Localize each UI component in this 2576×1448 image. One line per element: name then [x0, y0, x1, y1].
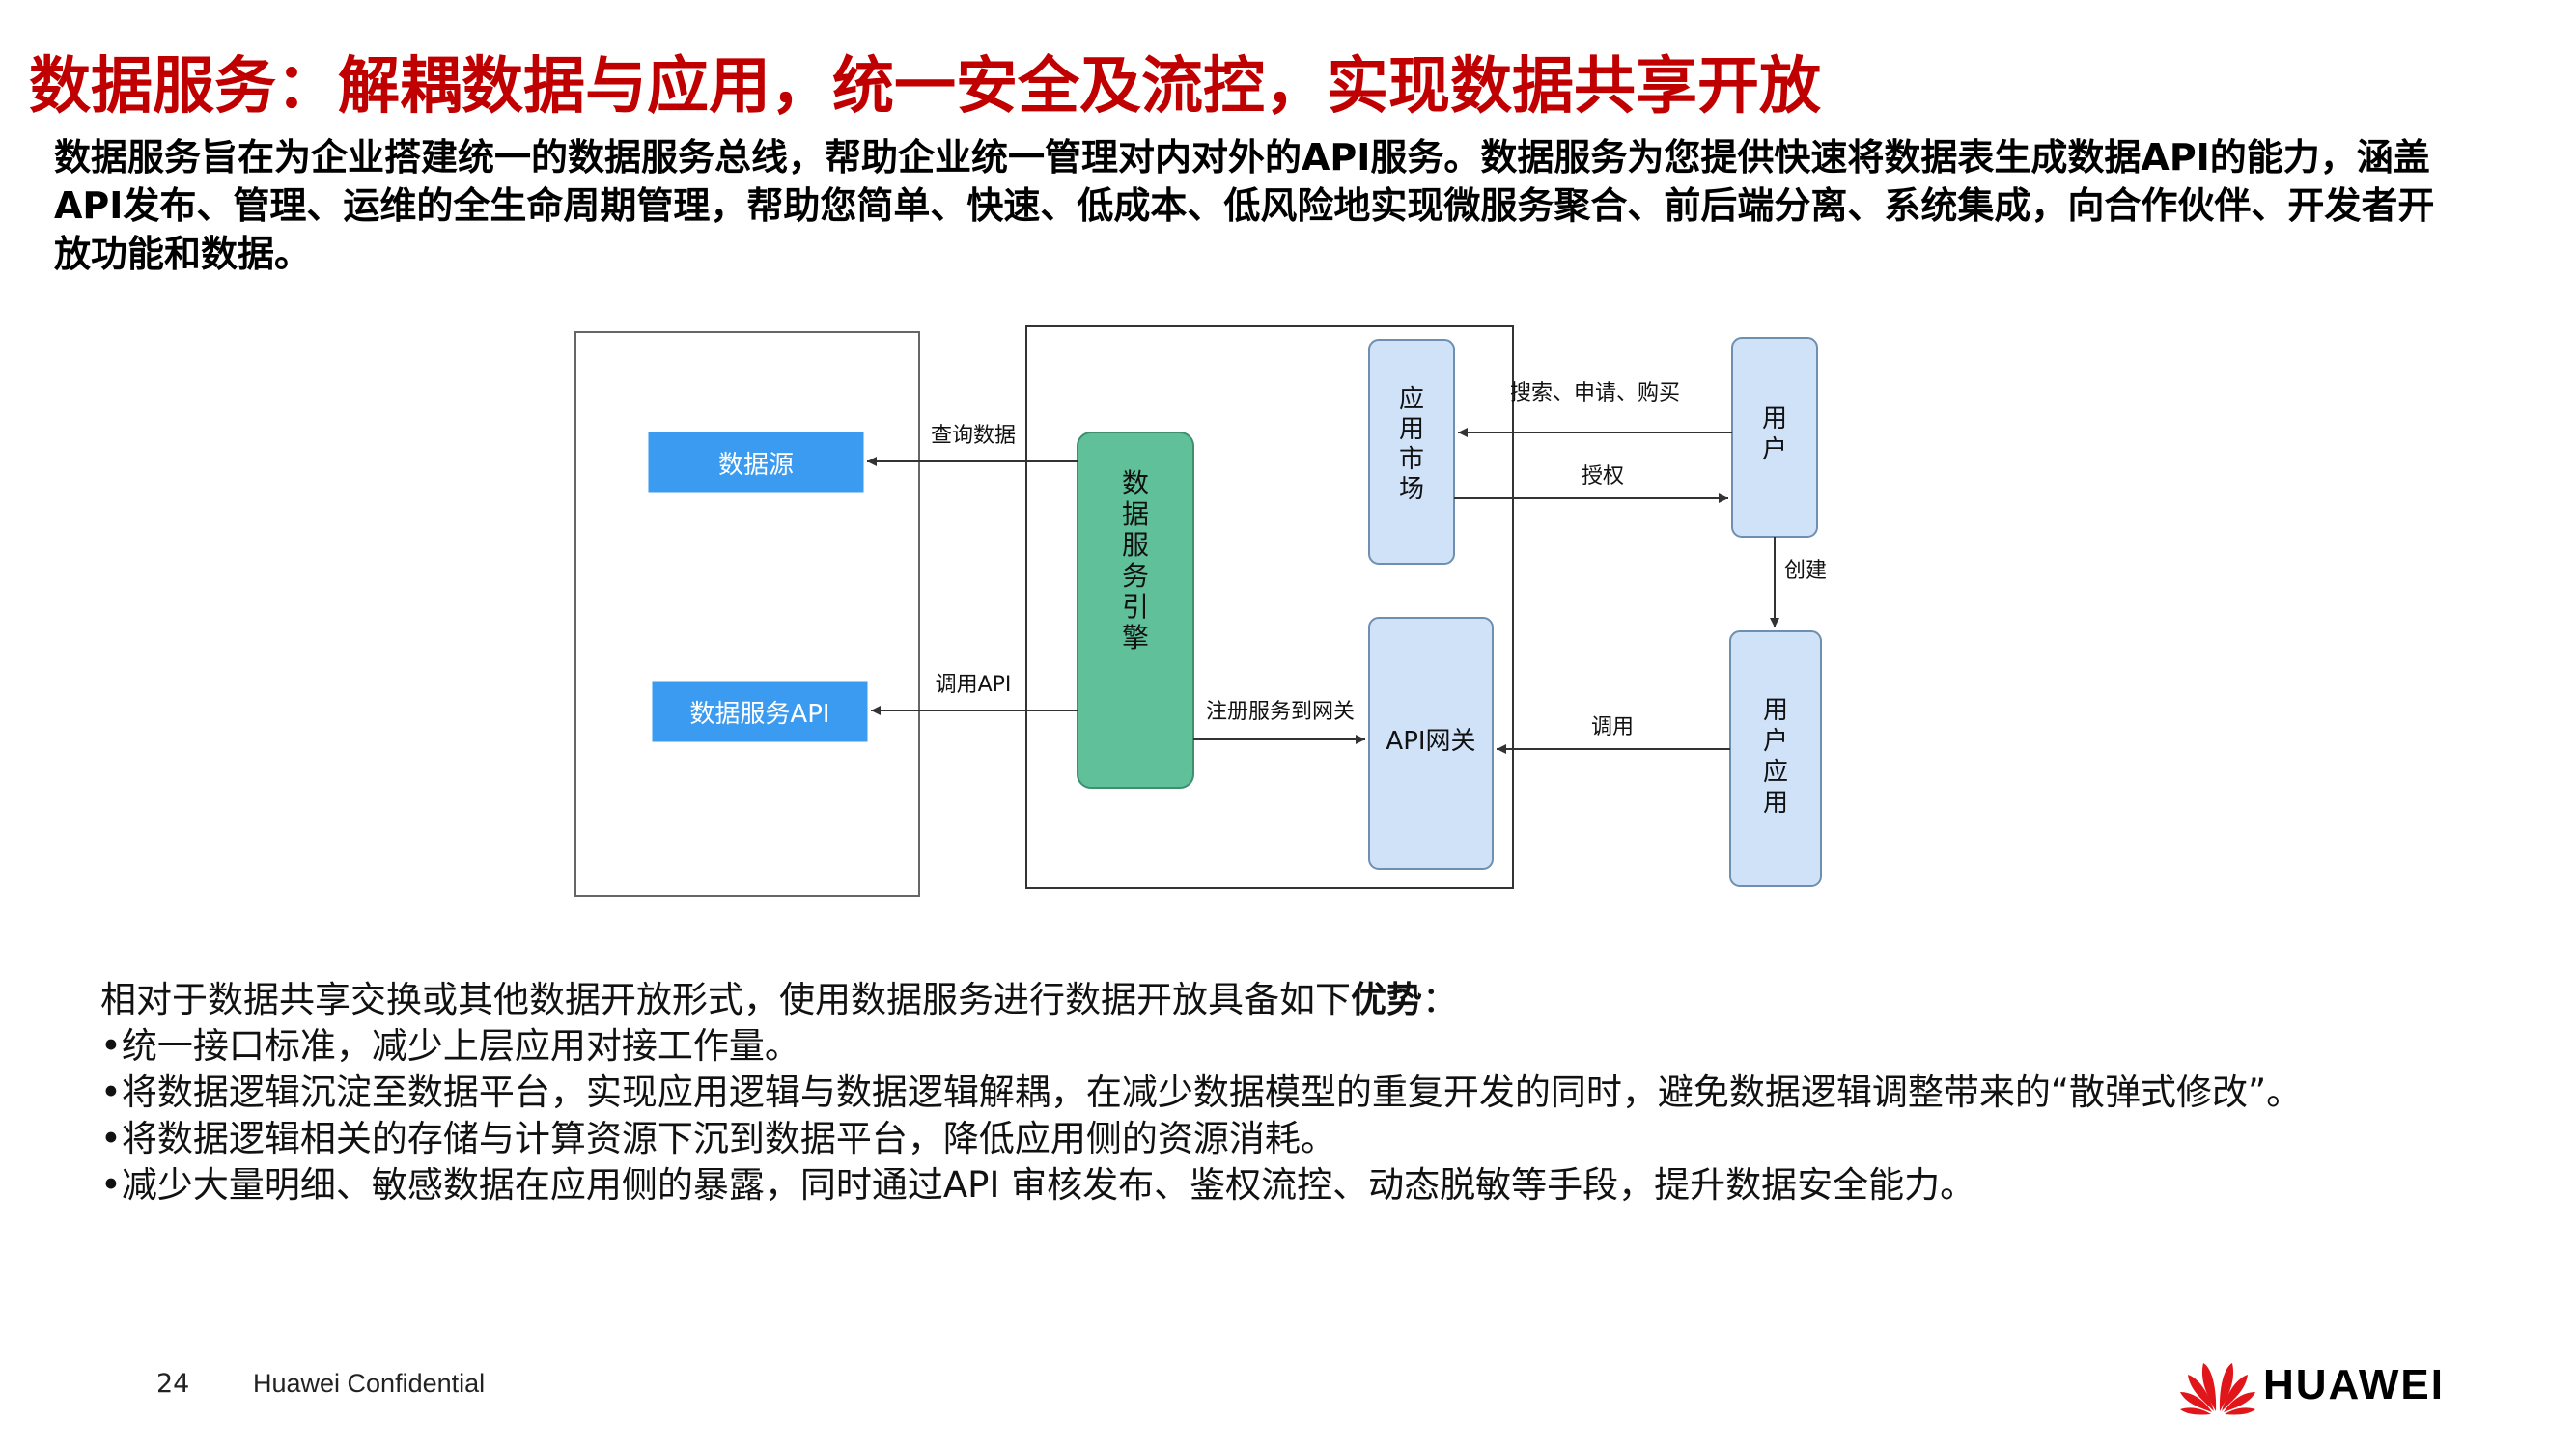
user-app-box	[1729, 630, 1822, 887]
app-market-char: 市	[1399, 445, 1424, 474]
invoke-label: 调用	[1591, 715, 1634, 739]
advantages-lead-bold: 优势	[1351, 979, 1422, 1020]
advantages-lead-text: 相对于数据共享交换或其他数据开放形式，使用数据服务进行数据开放具备如下	[100, 979, 1351, 1020]
page-number: 24	[156, 1369, 190, 1399]
datasource-label: 数据源	[718, 451, 794, 480]
architecture-diagram: 数据源 数据服务API 数 据 服 务 引 擎 应 用 市 场 API网关 用 …	[574, 325, 1827, 897]
left-container	[574, 331, 920, 897]
advantages-lead-end: ：	[1422, 979, 1458, 1020]
datasource-box	[648, 432, 864, 493]
advantage-item: •减少大量明细、敏感数据在应用侧的暴露，同时通过API 审核发布、鉴权流控、动态…	[100, 1164, 1976, 1206]
data-service-engine-box	[1077, 432, 1194, 789]
user-char: 户	[1762, 435, 1787, 464]
engine-char: 数	[1122, 467, 1149, 499]
confidential-label: Huawei Confidential	[253, 1369, 486, 1398]
advantage-item: •将数据逻辑相关的存储与计算资源下沉到数据平台，降低应用侧的资源消耗。	[100, 1118, 1336, 1159]
intro-paragraph: 数据服务旨在为企业搭建统一的数据服务总线，帮助企业统一管理对内对外的API服务。…	[54, 133, 2526, 278]
huawei-flower-icon	[2180, 1363, 2255, 1415]
create-label: 创建	[1784, 559, 1827, 583]
advantage-item: •统一接口标准，减少上层应用对接工作量。	[100, 1025, 800, 1067]
data-service-api-box	[652, 681, 868, 742]
data-service-api-label: 数据服务API	[689, 700, 829, 729]
advantages-lead: 相对于数据共享交换或其他数据开放形式，使用数据服务进行数据开放具备如下优势：	[100, 977, 2534, 1023]
intro-line: 放功能和数据。	[54, 233, 312, 275]
api-gateway-label: API网关	[1386, 727, 1475, 756]
authorize-label: 授权	[1582, 464, 1624, 488]
huawei-logo-text: HUAWEI	[2263, 1361, 2445, 1408]
call-api-label: 调用API	[936, 673, 1012, 697]
user-app-char: 用	[1763, 696, 1788, 725]
user-app-char: 用	[1763, 789, 1788, 818]
engine-char: 擎	[1122, 622, 1149, 654]
user-app-char: 户	[1763, 727, 1788, 756]
app-market-char: 场	[1399, 475, 1424, 504]
api-gateway-box	[1368, 617, 1494, 870]
register-label: 注册服务到网关	[1206, 700, 1355, 724]
page-title: 数据服务：解耦数据与应用，统一安全及流控，实现数据共享开放	[29, 51, 1821, 123]
engine-char: 服	[1122, 529, 1149, 561]
app-market-char: 用	[1399, 415, 1424, 444]
user-app-char: 应	[1763, 758, 1788, 787]
app-market-char: 应	[1399, 385, 1424, 414]
search-label: 搜索、申请、购买	[1510, 381, 1680, 405]
advantage-item: •将数据逻辑沉淀至数据平台，实现应用逻辑与数据逻辑解耦，在减少数据模型的重复开发…	[100, 1072, 2303, 1113]
huawei-logo: HUAWEI	[2178, 1348, 2458, 1419]
intro-line: 数据服务旨在为企业搭建统一的数据服务总线，帮助企业统一管理对内对外的API服务。…	[54, 136, 2430, 179]
app-market-box	[1368, 339, 1455, 565]
advantages-section: 相对于数据共享交换或其他数据开放形式，使用数据服务进行数据开放具备如下优势： •…	[100, 977, 2534, 1209]
engine-char: 务	[1122, 560, 1149, 592]
user-char: 用	[1762, 404, 1787, 433]
intro-line: API发布、管理、运维的全生命周期管理，帮助您简单、快速、低成本、低风险地实现微…	[54, 184, 2435, 227]
engine-char: 据	[1122, 498, 1149, 530]
query-data-label: 查询数据	[931, 424, 1016, 448]
engine-char: 引	[1122, 591, 1149, 623]
